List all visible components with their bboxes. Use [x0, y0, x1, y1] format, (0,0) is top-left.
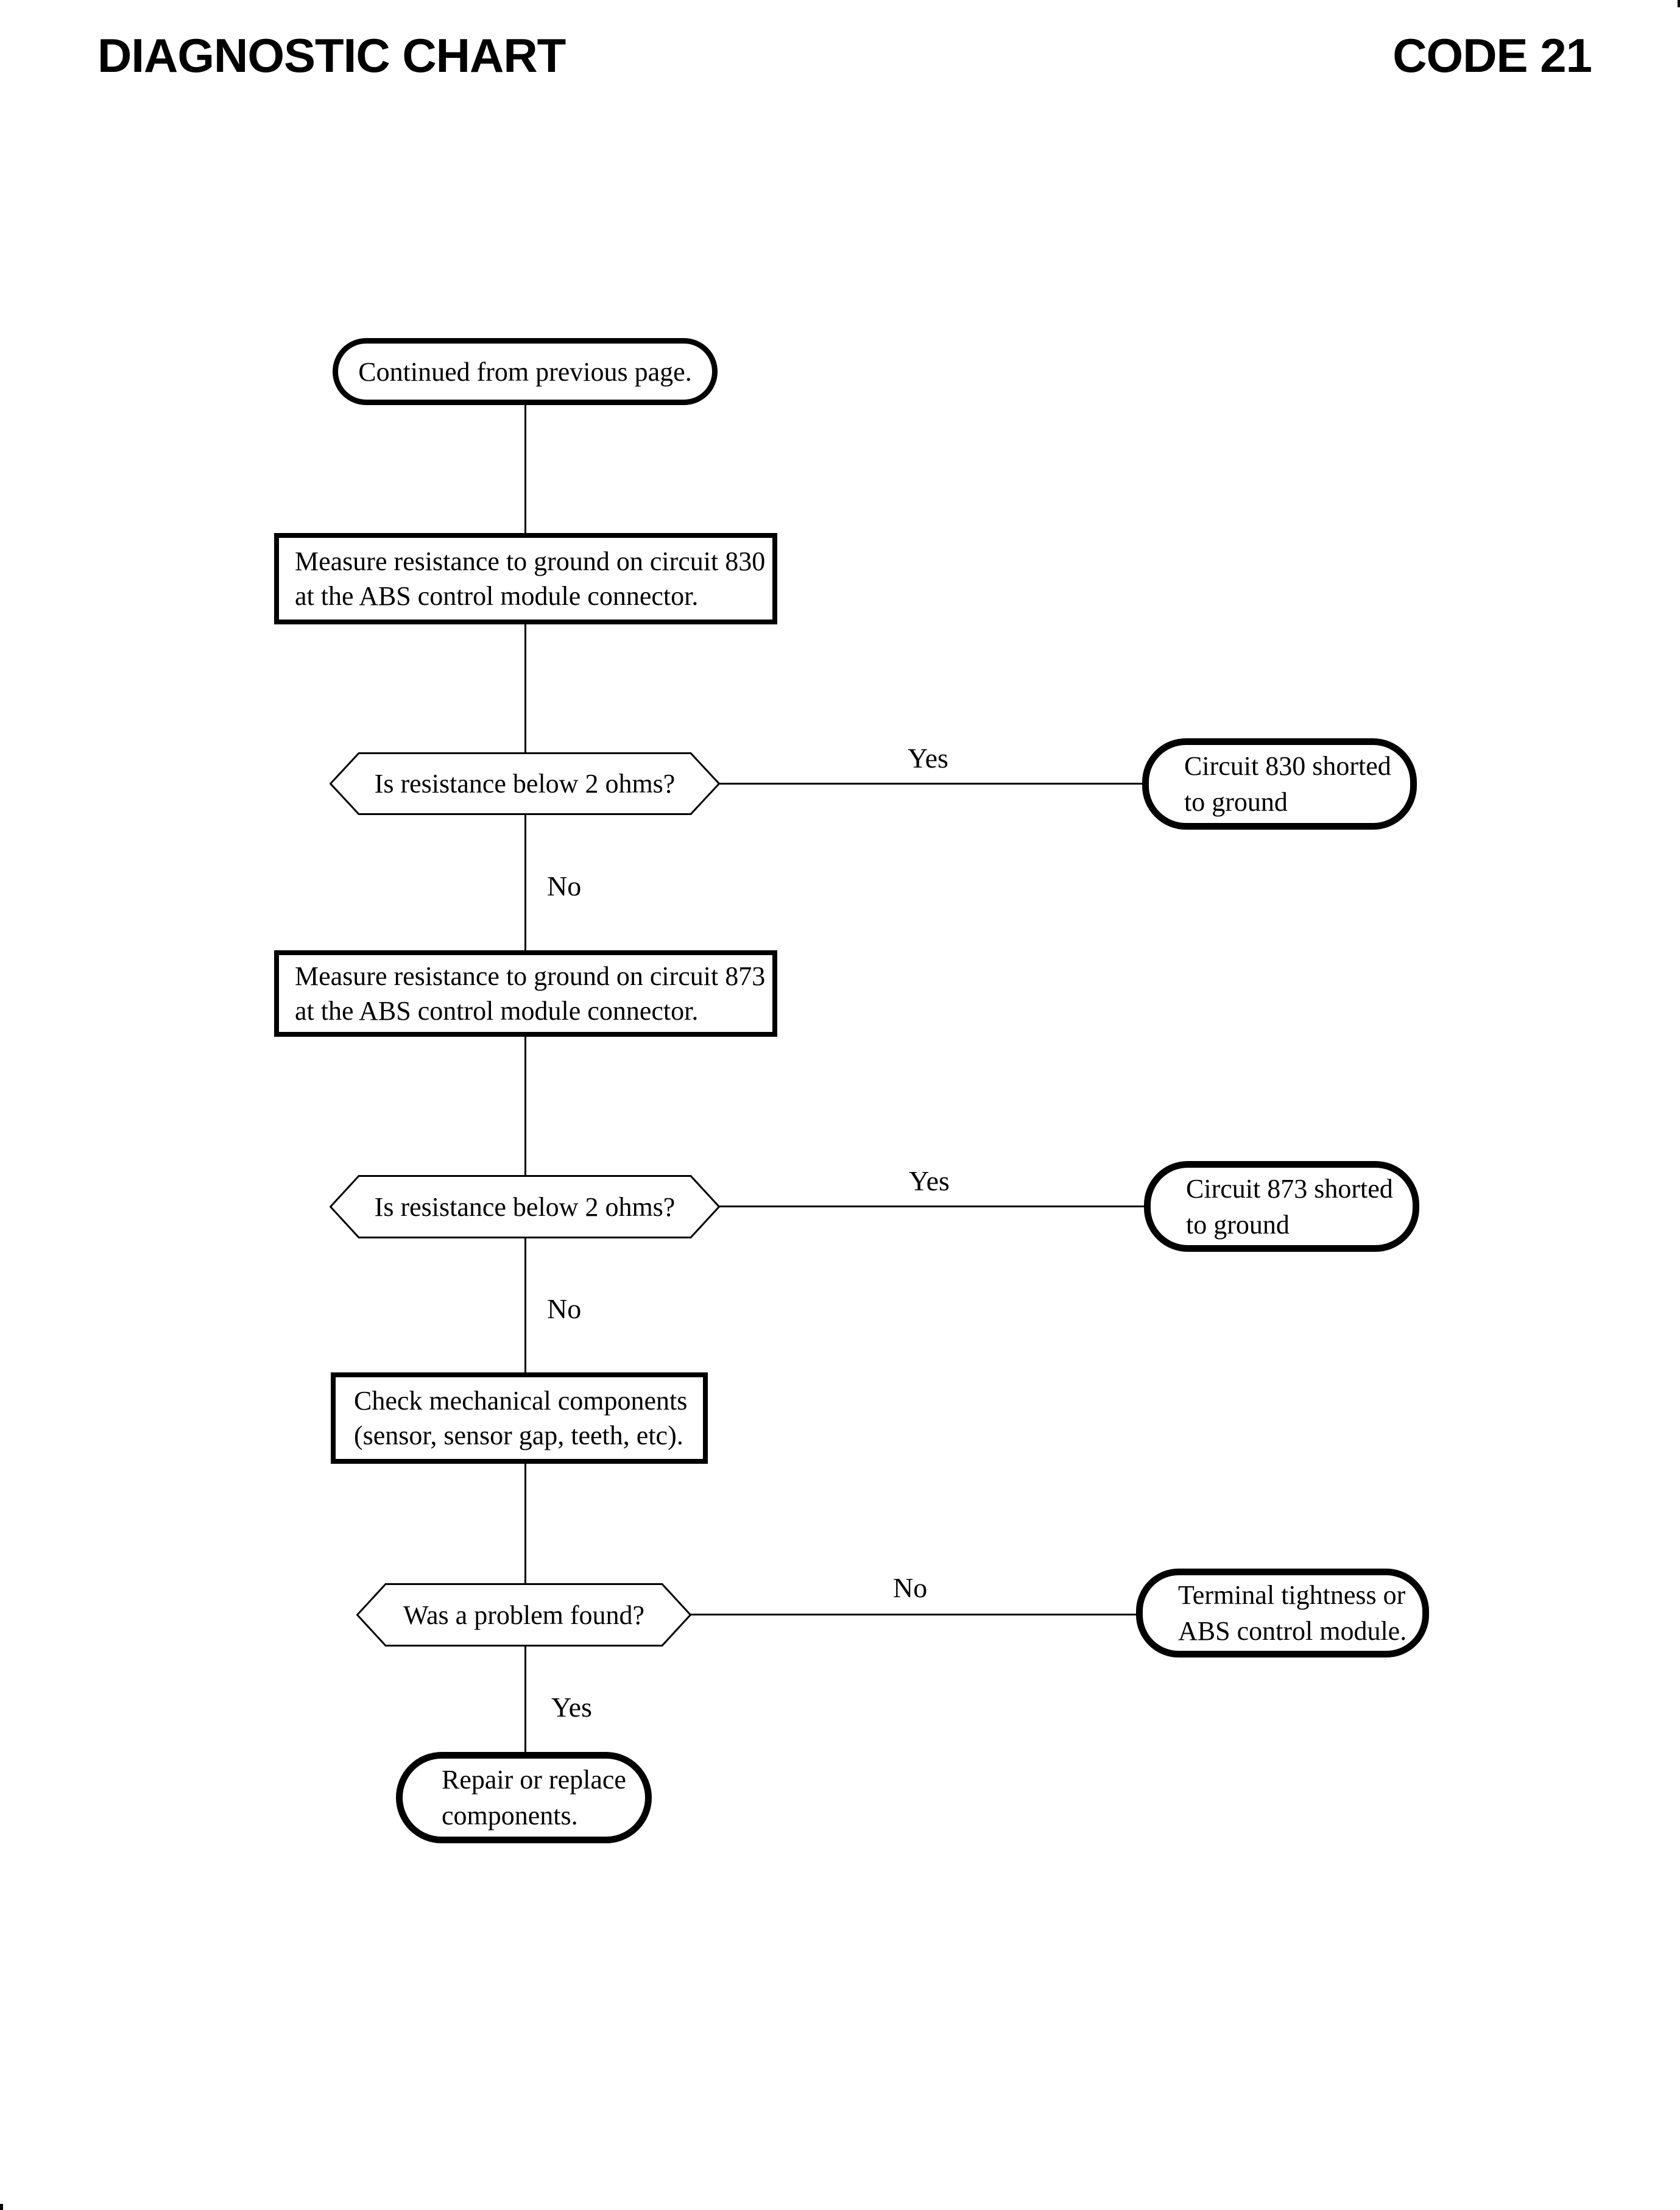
terminator-circuit-830-line2: to ground	[1184, 787, 1288, 817]
hexagon-shape	[330, 752, 720, 815]
process-measure-circuit-830-line1: Measure resistance to ground on circuit …	[295, 546, 766, 576]
process-measure-circuit-830-text: Measure resistance to ground on circuit …	[295, 544, 765, 613]
terminator-repair-replace: Repair or replace components.	[396, 1752, 652, 1843]
page-title: DIAGNOSTIC CHART	[97, 29, 566, 82]
process-measure-circuit-873-line1: Measure resistance to ground on circuit …	[295, 961, 766, 991]
connector-decisionproblem-yes	[524, 1645, 526, 1754]
process-check-mechanical-text: Check mechanical components (sensor, sen…	[354, 1383, 687, 1453]
decision-resistance-830-question: Is resistance below 2 ohms?	[374, 769, 676, 799]
terminator-terminal-tightness-line1: Terminal tightness or	[1178, 1580, 1406, 1610]
process-measure-circuit-873-text: Measure resistance to ground on circuit …	[295, 959, 765, 1028]
terminator-circuit-873-line1: Circuit 873 shorted	[1186, 1173, 1393, 1204]
label-no-decision830: No	[547, 870, 582, 902]
label-yes-decisionproblem: Yes	[551, 1692, 592, 1723]
hexagon-shape	[356, 1583, 691, 1647]
terminator-repair-replace-line1: Repair or replace	[442, 1765, 626, 1795]
terminator-terminal-tightness-text: Terminal tightness or ABS control module…	[1178, 1577, 1406, 1649]
terminator-circuit-830-line1: Circuit 830 shorted	[1184, 751, 1391, 781]
terminator-continued-label: Continued from previous page.	[358, 356, 692, 387]
terminator-repair-replace-text: Repair or replace components.	[442, 1762, 626, 1834]
terminator-terminal-tightness: Terminal tightness or ABS control module…	[1136, 1569, 1429, 1658]
connector-start-to-step830	[524, 402, 526, 536]
terminator-circuit-873-shorted: Circuit 873 shorted to ground	[1144, 1161, 1419, 1252]
decision-resistance-873-question: Is resistance below 2 ohms?	[374, 1191, 676, 1222]
label-yes-decision830: Yes	[908, 743, 948, 774]
connector-step873-to-decision873	[524, 1034, 526, 1177]
connector-decision873-no	[524, 1237, 526, 1374]
connector-decision830-no	[524, 813, 526, 952]
decision-problem-found-question: Was a problem found?	[403, 1600, 644, 1630]
label-no-decisionproblem: No	[893, 1572, 928, 1603]
decision-problem-found: Was a problem found?	[356, 1583, 691, 1647]
connector-mech-to-decisionproblem	[524, 1462, 526, 1585]
process-measure-circuit-830: Measure resistance to ground on circuit …	[274, 533, 777, 624]
terminator-circuit-873-shorted-text: Circuit 873 shorted to ground	[1186, 1171, 1393, 1243]
scan-artifact-bottom-left	[0, 2204, 3, 2210]
process-check-mechanical-line1: Check mechanical components	[354, 1386, 688, 1416]
decision-resistance-830: Is resistance below 2 ohms?	[330, 752, 720, 815]
process-measure-circuit-873-line2: at the ABS control module connector.	[295, 996, 699, 1026]
page-code: CODE 21	[1392, 29, 1592, 82]
terminator-circuit-873-line2: to ground	[1186, 1209, 1290, 1240]
terminator-continued-from-previous-page: Continued from previous page.	[333, 338, 718, 405]
process-measure-circuit-830-line2: at the ABS control module connector.	[295, 581, 699, 611]
process-measure-circuit-873: Measure resistance to ground on circuit …	[274, 950, 777, 1037]
terminator-circuit-830-shorted-text: Circuit 830 shorted to ground	[1184, 748, 1391, 820]
decision-resistance-873: Is resistance below 2 ohms?	[330, 1175, 720, 1238]
process-check-mechanical-line2: (sensor, sensor gap, teeth, etc).	[354, 1421, 683, 1450]
connector-decisionproblem-no	[690, 1614, 1138, 1615]
terminator-repair-replace-line2: components.	[442, 1801, 578, 1830]
label-yes-decision873: Yes	[909, 1165, 950, 1196]
hexagon-shape	[330, 1175, 720, 1238]
connector-decision873-yes	[719, 1206, 1146, 1207]
connector-step830-to-decision830	[524, 621, 526, 754]
label-no-decision873: No	[547, 1293, 582, 1324]
terminator-terminal-tightness-line2: ABS control module.	[1178, 1616, 1407, 1646]
process-check-mechanical: Check mechanical components (sensor, sen…	[331, 1372, 708, 1464]
connector-decision830-yes	[719, 783, 1143, 785]
terminator-circuit-830-shorted: Circuit 830 shorted to ground	[1142, 738, 1417, 830]
scan-artifact-top-right	[1678, 0, 1680, 7]
